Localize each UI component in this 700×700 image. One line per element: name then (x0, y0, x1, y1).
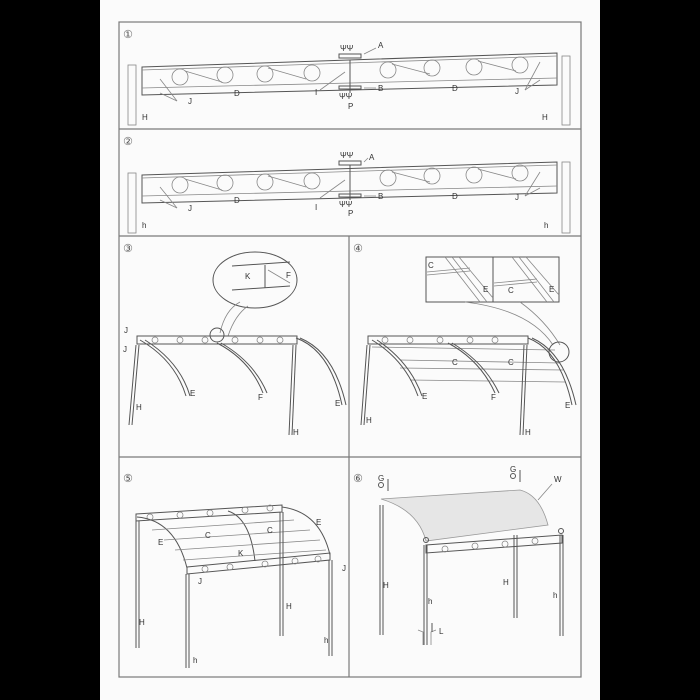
svg-text:C: C (428, 261, 434, 270)
svg-text:E: E (422, 392, 427, 401)
bolt-icon: ΨΨ (340, 151, 354, 160)
svg-text:I: I (315, 88, 317, 97)
svg-text:E: E (549, 285, 554, 294)
bolt-icon: ΨΨ (340, 44, 354, 53)
svg-text:H: H (542, 113, 548, 122)
svg-text:E: E (565, 401, 570, 410)
svg-text:J: J (188, 204, 192, 213)
step-number: ① (123, 28, 133, 41)
svg-text:D: D (452, 84, 458, 93)
beam (367, 335, 529, 345)
svg-text:F: F (286, 271, 291, 280)
svg-text:H: H (383, 581, 389, 590)
svg-text:C: C (508, 286, 514, 295)
svg-text:H: H (286, 602, 292, 611)
svg-text:K: K (238, 549, 244, 558)
svg-text:B: B (378, 192, 383, 201)
bracket-a (338, 53, 362, 59)
peg-icon (510, 473, 516, 479)
svg-text:I: I (315, 203, 317, 212)
step-1-panel: ① ΨΨ ΨΨ A B I P D D J J H H (123, 28, 571, 126)
svg-text:H: H (142, 113, 148, 122)
back-beam (135, 504, 283, 522)
svg-text:C: C (205, 531, 211, 540)
step-number: ② (123, 135, 133, 148)
post-h-right (561, 55, 571, 126)
svg-text:D: D (234, 196, 240, 205)
svg-text:B: B (378, 84, 383, 93)
detail-callout (212, 251, 298, 309)
svg-text:J: J (123, 345, 127, 354)
step-3-panel: ③ K F J J E F E H H (123, 242, 347, 437)
svg-text:h: h (324, 636, 328, 645)
svg-text:h: h (544, 221, 548, 230)
bracket-a (338, 160, 362, 166)
step-6-panel: ⑥ G G W H H h h L (353, 465, 564, 645)
svg-text:H: H (366, 416, 372, 425)
svg-text:h: h (428, 597, 432, 606)
svg-text:J: J (124, 326, 128, 335)
svg-text:J: J (198, 577, 202, 586)
svg-text:C: C (452, 358, 458, 367)
svg-text:J: J (188, 97, 192, 106)
svg-text:C: C (508, 358, 514, 367)
svg-text:H: H (136, 403, 142, 412)
svg-text:A: A (369, 153, 375, 162)
svg-text:J: J (515, 87, 519, 96)
bracket-b (338, 85, 362, 90)
svg-text:D: D (234, 89, 240, 98)
step-number: ⑥ (353, 472, 363, 485)
svg-text:G: G (378, 474, 384, 483)
step-5-panel: ⑤ E C C E K J J H H h h (123, 472, 346, 668)
front-beam (186, 552, 331, 575)
detail-callout-left (425, 256, 494, 303)
ground-stake (417, 629, 437, 645)
beam-d (141, 52, 558, 96)
scroll-decoration (171, 56, 529, 86)
svg-text:D: D (452, 192, 458, 201)
svg-text:h: h (193, 656, 197, 665)
svg-text:E: E (335, 399, 340, 408)
svg-text:L: L (439, 627, 444, 636)
svg-text:H: H (293, 428, 299, 437)
svg-text:E: E (158, 538, 163, 547)
panel-grid (118, 21, 582, 678)
step-2-panel: ② ΨΨ ΨΨ A B I P D D J J h h (123, 135, 571, 234)
beam (136, 335, 298, 345)
peg-icon (378, 482, 384, 488)
canopy-cover-w (380, 489, 549, 542)
svg-text:J: J (515, 193, 519, 202)
bolt-icon: ΨΨ (339, 92, 353, 101)
step-number: ④ (353, 242, 363, 255)
svg-text:F: F (491, 393, 496, 402)
post-h-right (561, 161, 571, 234)
pointer-w (537, 483, 553, 501)
svg-text:P: P (348, 102, 353, 111)
svg-text:H: H (525, 428, 531, 437)
step-4-panel: ④ C E C E C C E F E H H (353, 242, 577, 437)
svg-text:E: E (483, 285, 488, 294)
svg-text:C: C (267, 526, 273, 535)
svg-text:F: F (258, 393, 263, 402)
bracket-b (338, 193, 362, 198)
svg-text:K: K (245, 272, 251, 281)
step-number: ③ (123, 242, 133, 255)
svg-text:E: E (316, 518, 321, 527)
svg-text:H: H (139, 618, 145, 627)
svg-text:E: E (190, 389, 195, 398)
svg-text:h: h (142, 221, 146, 230)
bolt-icon: ΨΨ (339, 200, 353, 209)
step-number: ⑤ (123, 472, 133, 485)
post-h-left (127, 172, 137, 234)
svg-text:P: P (348, 209, 353, 218)
svg-text:W: W (554, 475, 562, 484)
svg-text:h: h (553, 591, 557, 600)
svg-text:J: J (342, 564, 346, 573)
svg-text:H: H (503, 578, 509, 587)
svg-text:G: G (510, 465, 516, 474)
beam-d (141, 161, 558, 204)
svg-text:A: A (378, 41, 384, 50)
post-h-left (127, 64, 137, 126)
